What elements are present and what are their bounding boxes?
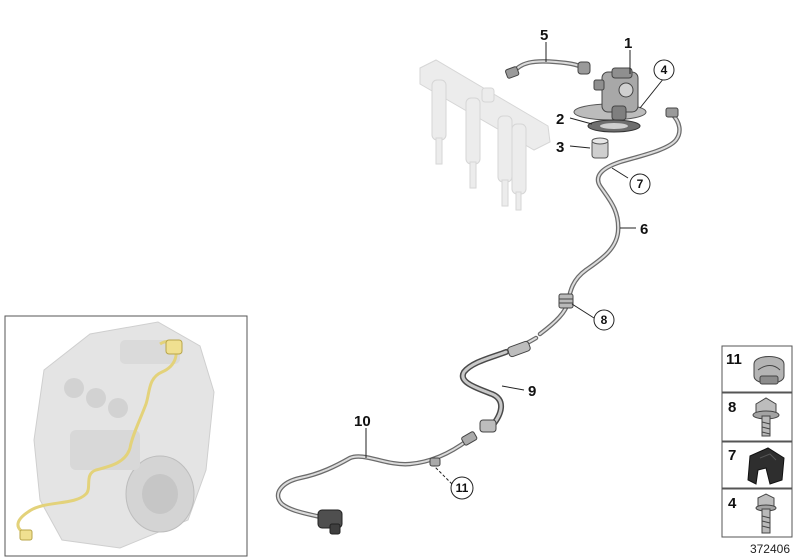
callout-1: 1 <box>624 35 632 52</box>
legend-item-4[interactable]: 4 <box>721 488 793 538</box>
legend-number-11: 11 <box>726 351 742 368</box>
part-5-pressure-line[interactable] <box>505 59 591 79</box>
legend-number-4: 4 <box>728 495 737 512</box>
engine-inset <box>4 315 248 557</box>
part-11-clip-on-line[interactable] <box>429 457 441 467</box>
part-10-lower-fuel-line[interactable] <box>275 431 478 535</box>
callout-7-circle <box>629 173 651 195</box>
legend-item-8[interactable]: 8 <box>721 392 793 442</box>
hose-clip-icon <box>753 356 785 385</box>
fuel-rail-ghost <box>419 59 551 211</box>
legend: 11 8 7 <box>721 345 793 538</box>
part-3-bushing[interactable] <box>591 137 609 159</box>
callouts: 1 5 2 3 6 9 10 4 7 8 11 <box>354 27 675 500</box>
callout-10: 10 <box>354 413 371 430</box>
callout-7: 7 <box>637 177 644 191</box>
rubber-grommet-icon <box>747 447 785 485</box>
part-1-fuel-pump[interactable] <box>573 67 647 121</box>
callout-11-circle <box>450 476 474 500</box>
doc-number: 372406 <box>750 542 790 556</box>
inset-fuel-line-highlight <box>16 342 178 536</box>
callout-8: 8 <box>601 313 608 327</box>
callout-8-circle <box>593 309 615 331</box>
hex-bolt-icon <box>755 493 777 534</box>
callout-11: 11 <box>456 481 469 495</box>
legend-item-7[interactable]: 7 <box>721 441 793 489</box>
callout-2: 2 <box>556 111 564 128</box>
callout-9: 9 <box>528 383 536 400</box>
callout-6: 6 <box>640 221 648 238</box>
legend-item-11[interactable]: 11 <box>721 345 793 393</box>
part-8-connector[interactable] <box>558 293 574 309</box>
part-2-gasket[interactable] <box>587 119 641 133</box>
leader-lines <box>365 42 665 485</box>
callout-4-circle <box>653 59 675 81</box>
callout-4: 4 <box>661 63 668 77</box>
part-9-flex-hose[interactable] <box>459 335 539 433</box>
callout-3: 3 <box>556 139 564 156</box>
callout-5: 5 <box>540 27 548 44</box>
engine-silhouette <box>33 321 215 549</box>
flange-bolt-icon <box>752 397 780 437</box>
legend-number-8: 8 <box>728 399 736 416</box>
legend-number-7: 7 <box>728 447 736 464</box>
